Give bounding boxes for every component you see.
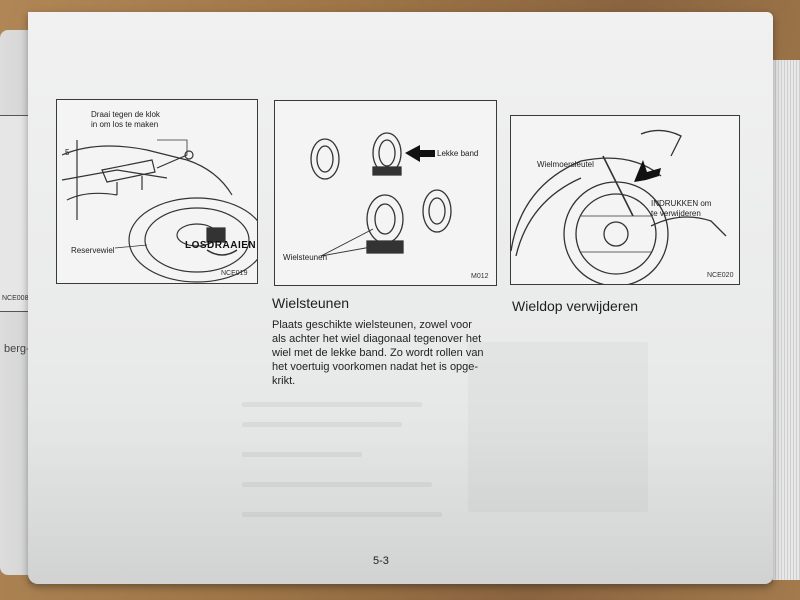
callout-wheel-wrench: Wielmoersleutel: [537, 160, 594, 169]
previous-figure-code: NCE008U: [2, 295, 34, 302]
paragraph-line-4: het voertuig voorkomen nadat het is opge…: [272, 361, 479, 373]
paragraph-wheel-chocks: Plaats geschikte wielsteunen, zowel voor…: [272, 318, 507, 388]
page-shading: [28, 12, 773, 584]
page-number: 5-3: [373, 555, 389, 567]
callout-turn-counterclockwise: Draai tegen de klok in om los te maken: [91, 110, 160, 130]
figure-code-chocks: M012: [471, 273, 489, 280]
manual-page: Draai tegen de klok in om los te maken 5…: [28, 12, 773, 584]
figure-code-jack: NCE019: [221, 270, 248, 277]
press-line-2: te verwijderen: [651, 209, 701, 218]
previous-page-text: berg-: [4, 343, 30, 355]
callout-spare-wheel: Reservewiel: [71, 246, 115, 255]
paragraph-line-2: als achter het wiel diagonaal tegenover …: [272, 333, 482, 345]
jack-illustration: [61, 139, 257, 283]
figure-jack: Draai tegen de klok in om los te maken 5…: [56, 99, 258, 284]
figure-hubcap: Wielmoersleutel INDRUKKEN om te verwijde…: [510, 115, 740, 285]
show-through-line: [242, 422, 402, 427]
side-number: 5: [65, 148, 70, 157]
hubcap-illustration: [511, 129, 727, 284]
callout-press-to-remove: INDRUKKEN om te verwijderen: [651, 199, 711, 219]
show-through-line: [242, 452, 362, 457]
callout-loosen: LOSDRAAIEN: [185, 240, 257, 251]
show-through-line: [242, 482, 432, 487]
figure-code-hubcap: NCE020: [707, 272, 734, 279]
callout-flat-tire: Lekke band: [437, 149, 479, 158]
show-through-line: [468, 342, 648, 512]
heading-wheel-chocks: Wielsteunen: [272, 295, 350, 311]
paragraph-line-1: Plaats geschikte wielsteunen, zowel voor: [272, 319, 472, 331]
figure-wheel-chocks: Lekke band Wielsteunen M012: [274, 100, 497, 286]
heading-remove-hubcap: Wieldop verwijderen: [512, 298, 639, 314]
callout-line-2: in om los te maken: [91, 120, 159, 129]
callout-line-1: Draai tegen de klok: [91, 110, 160, 119]
paragraph-line-3: wiel met de lekke band. Zo wordt rollen …: [272, 347, 484, 359]
wheel-chocks-illustration: [310, 132, 452, 257]
paragraph-line-5: krikt.: [272, 375, 296, 387]
show-through-line: [242, 512, 442, 517]
press-line-1: INDRUKKEN om: [651, 199, 712, 208]
show-through-line: [242, 402, 422, 407]
callout-wheel-chocks: Wielsteunen: [283, 253, 328, 262]
